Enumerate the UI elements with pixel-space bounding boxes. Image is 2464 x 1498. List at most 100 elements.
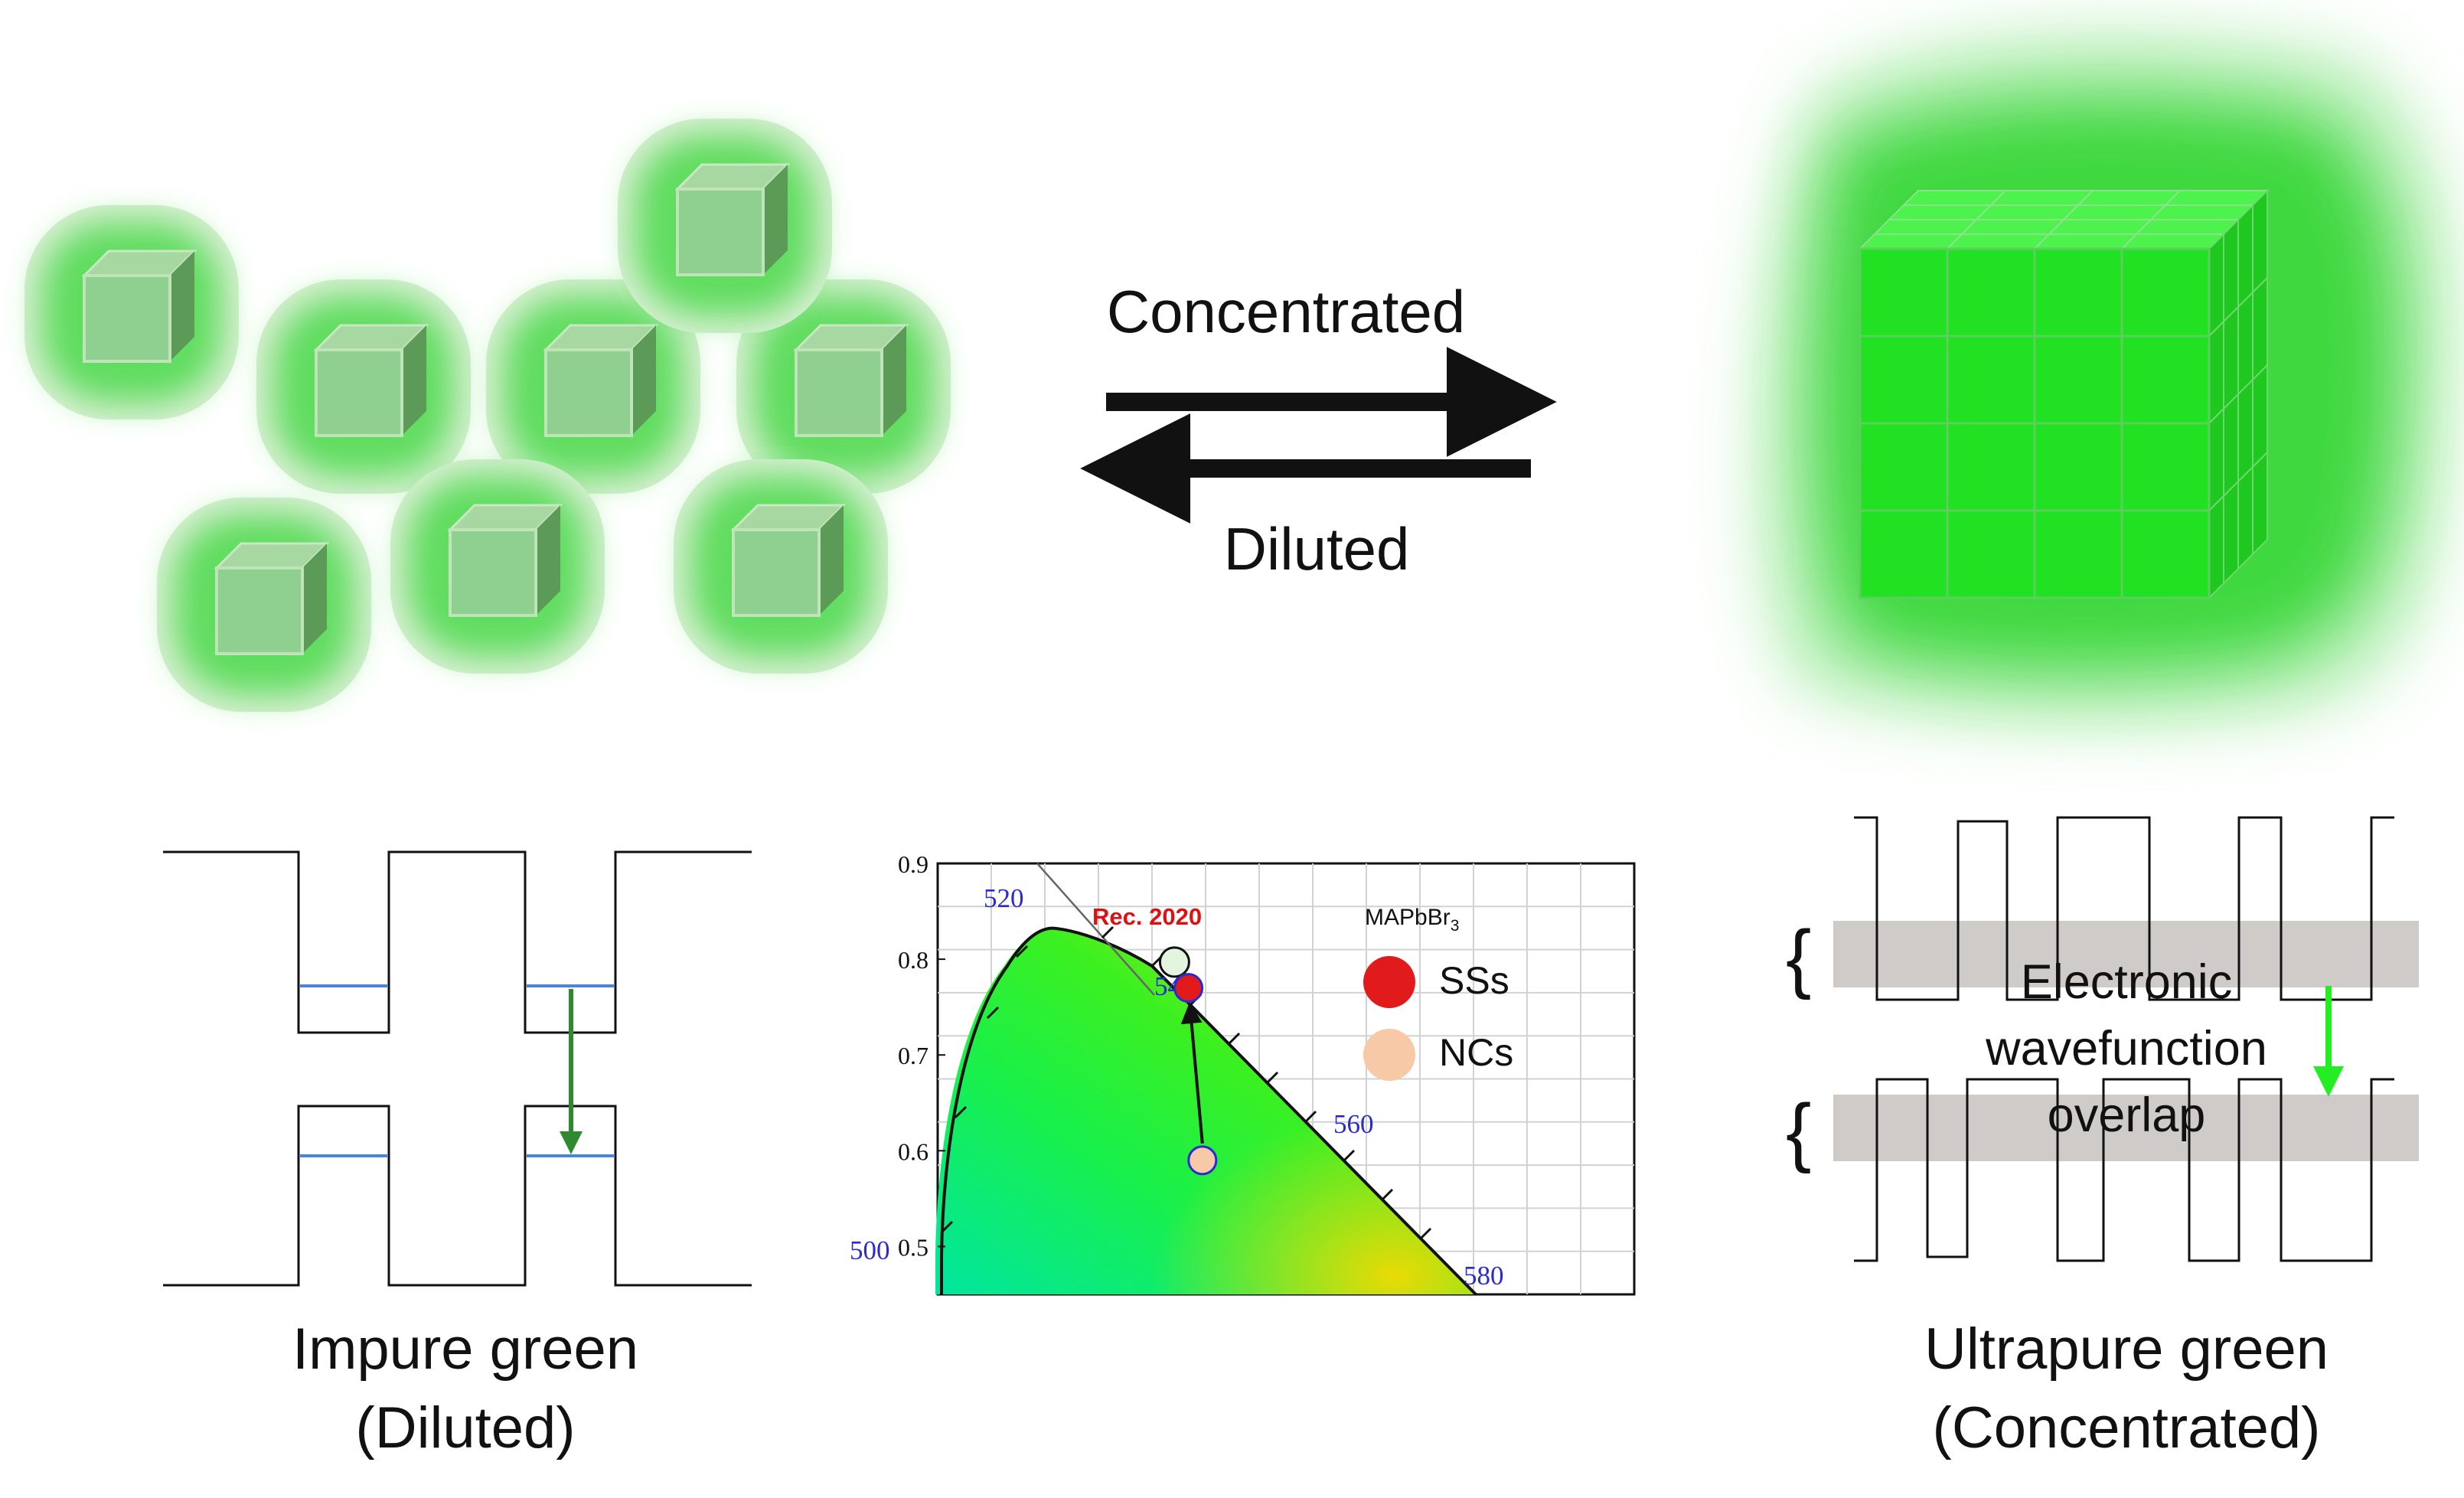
legend-ss-label: SSs <box>1439 959 1509 1002</box>
locus-tick <box>1304 1110 1317 1124</box>
big-cube-front-cell <box>1859 247 1949 338</box>
nanocrystal-3 <box>486 279 700 494</box>
big-cube-top-cell <box>2120 233 2226 250</box>
locus-tick <box>1015 945 1029 958</box>
locus-tick <box>1101 925 1115 939</box>
y-tick-label: 0.5 <box>898 1233 928 1261</box>
locus-tick <box>954 1105 968 1119</box>
y-tick-label: 0.8 <box>898 946 928 974</box>
lower-miniband <box>1833 1095 2419 1161</box>
cube-side <box>763 165 788 275</box>
nanocrystal-8 <box>157 498 371 712</box>
big-cube-side-cell <box>2237 290 2253 397</box>
big-cube-side-cell <box>2252 363 2268 469</box>
wavelength-label: 520 <box>984 883 1024 913</box>
dispersed-nanocrystals <box>24 119 951 712</box>
cube-side <box>536 505 560 615</box>
rec2020-label: Rec. 2020 <box>1092 903 1202 930</box>
right-caption-line1: Ultrapure green <box>1924 1317 2329 1382</box>
wavelength-label: 560 <box>1333 1109 1374 1139</box>
upper-superlattice <box>1854 816 2394 1001</box>
cube-side <box>882 325 906 436</box>
big-cube-front-cell <box>2120 335 2211 425</box>
big-cube-top-cell <box>2163 190 2270 206</box>
locus-tick <box>986 1006 1000 1020</box>
y-tick-label: 0.7 <box>898 1042 928 1069</box>
big-cube-side-cell <box>2208 319 2224 426</box>
big-cube-front-cell <box>2120 247 2211 338</box>
nanocrystal-1 <box>24 205 239 419</box>
big-cube-side-cell <box>2208 232 2224 338</box>
big-cube-side-cell <box>2252 188 2268 295</box>
big-cube-front-cell <box>1946 509 2036 599</box>
cube-side <box>632 325 656 436</box>
overlap-label-line1: Electronic <box>2020 955 2233 1009</box>
big-cube-top-cell <box>2076 190 2182 206</box>
left-caption: Impure green (Diluted) <box>159 1310 772 1467</box>
cube-side <box>819 505 844 615</box>
nanocrystal-4 <box>736 279 951 494</box>
big-cube-front-cell <box>2033 509 2123 599</box>
cube-front <box>83 274 171 363</box>
coupled-quantum-wells: { { <box>1786 816 2419 1262</box>
big-cube-side-cell <box>2223 392 2239 498</box>
locus-tick <box>1227 1032 1241 1046</box>
diluted-label: Diluted <box>1223 515 1410 583</box>
cube-front <box>795 348 883 437</box>
data-points <box>1158 946 1218 1176</box>
big-cube-side-cell <box>2237 203 2253 309</box>
cube-front <box>732 528 821 617</box>
cube-front <box>544 348 633 437</box>
lower-superlattice <box>1854 1078 2394 1262</box>
lower-well-profile <box>163 1105 752 1287</box>
legend-nc-label: NCs <box>1439 1031 1513 1074</box>
big-cube-top-cell <box>1974 204 2081 220</box>
big-cube-front-cell <box>2033 335 2123 425</box>
y-tick-labels: 0.9 0.8 0.7 0.6 0.5 <box>898 850 945 1261</box>
cube-side <box>170 251 194 361</box>
overlap-label-line3: overlap <box>2047 1088 2206 1142</box>
big-cube-front-cell <box>1859 335 1949 425</box>
legend-nc-marker <box>1363 1029 1415 1081</box>
big-cube-side-cell <box>2237 465 2253 571</box>
big-cube-top-cell <box>1960 219 2066 235</box>
locus-tick <box>1342 1149 1356 1163</box>
legend-ss-marker <box>1363 956 1415 1008</box>
locus-tick <box>1380 1188 1394 1202</box>
aggregated-solid <box>1756 31 2453 725</box>
nanocrystal-6 <box>390 459 605 674</box>
big-cube-top-cell <box>1887 204 1993 220</box>
big-cube-top-cell <box>2047 219 2153 235</box>
big-cube-top-cell <box>2061 204 2168 220</box>
big-cube-front-cell <box>2120 422 2211 512</box>
locus-tick <box>1418 1227 1432 1241</box>
big-cube-top-cell <box>2032 233 2139 250</box>
wavelength-label: 500 <box>850 1235 890 1265</box>
shift-arrow <box>1180 1002 1204 1144</box>
upper-miniband <box>1833 921 2419 987</box>
y-tick-label: 0.6 <box>898 1137 928 1165</box>
big-cube-top-cell <box>1901 190 2008 206</box>
ss-point <box>1173 973 1204 1004</box>
upper-well-profile <box>163 850 752 1034</box>
locus-tick <box>940 1220 954 1234</box>
spectral-locus-warm <box>935 928 1476 1294</box>
big-cube-front-cell <box>2120 509 2211 599</box>
nanocrystal-7 <box>674 459 888 674</box>
big-cube-side-cell <box>2208 406 2224 513</box>
upper-band-brace: { <box>1786 915 1811 1000</box>
y-tick-label: 0.9 <box>898 850 928 878</box>
cube-front <box>676 188 765 276</box>
rec2020-point <box>1158 946 1190 978</box>
big-cube-top-cell <box>1945 233 2051 250</box>
cube-front <box>215 566 304 655</box>
wavelength-labels: 500520540560580 <box>850 883 1504 1291</box>
isolated-quantum-wells <box>163 850 752 1287</box>
big-cube-front-cell <box>1946 335 2036 425</box>
big-cube-side-cell <box>2237 377 2253 484</box>
big-cube-side-cell <box>2223 217 2239 324</box>
lower-band-brace: { <box>1786 1088 1811 1174</box>
big-cube-top-cell <box>2134 219 2240 235</box>
